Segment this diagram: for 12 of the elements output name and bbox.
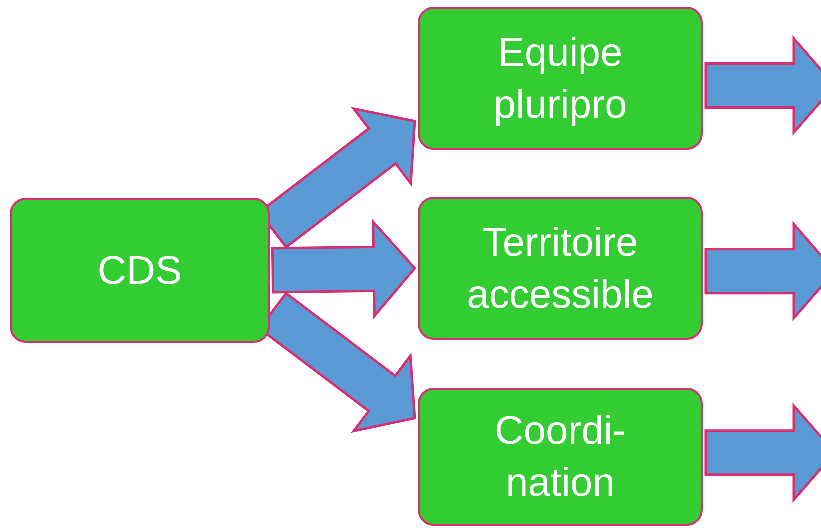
box-label: Coordi- nation xyxy=(494,408,628,507)
block-arrow xyxy=(271,218,417,320)
block-arrow xyxy=(704,221,821,322)
process-box xyxy=(10,198,270,343)
box-label: Equipe pluripro xyxy=(492,30,628,128)
process-box xyxy=(418,388,703,526)
process-box xyxy=(418,7,703,150)
block-arrow xyxy=(704,35,821,136)
block-arrow xyxy=(704,402,821,504)
box-label: Territoire accessible xyxy=(466,220,655,318)
process-box xyxy=(418,197,703,340)
box-label: CDS xyxy=(98,248,182,294)
